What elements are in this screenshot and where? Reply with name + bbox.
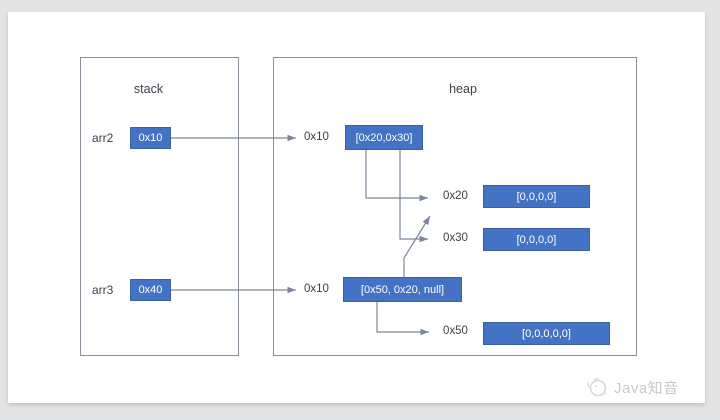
heap-node-0x20-array: [0,0,0,0] [483, 185, 590, 208]
stack-title: stack [133, 82, 164, 96]
heap-node-0x10-array: [0x20,0x30] [345, 125, 423, 150]
watermark: Java知音 [584, 372, 704, 402]
heap-node-0x50-array: [0,0,0,0,0] [483, 322, 610, 345]
heap-addr-0x10-row1: 0x10 [304, 131, 329, 143]
stack-var-arr2-label: arr2 [92, 131, 114, 145]
heap-node-0x40-array: [0x50, 0x20, null] [343, 277, 462, 302]
stack-box [80, 57, 239, 356]
heap-addr-0x20: 0x20 [443, 190, 468, 202]
heap-addr-0x10-row2: 0x10 [304, 283, 329, 295]
heap-node-0x30-array: [0,0,0,0] [483, 228, 590, 251]
heap-addr-0x50: 0x50 [443, 325, 468, 337]
stack-node-arr2-value: 0x10 [130, 127, 171, 149]
heap-box [273, 57, 637, 356]
stack-var-arr3-label: arr3 [92, 283, 114, 297]
watermark-text: Java知音 [614, 379, 679, 397]
bird-doodle-icon [587, 377, 607, 397]
stack-node-arr3-value: 0x40 [130, 279, 171, 301]
heap-addr-0x30: 0x30 [443, 232, 468, 244]
heap-title: heap [449, 82, 477, 96]
